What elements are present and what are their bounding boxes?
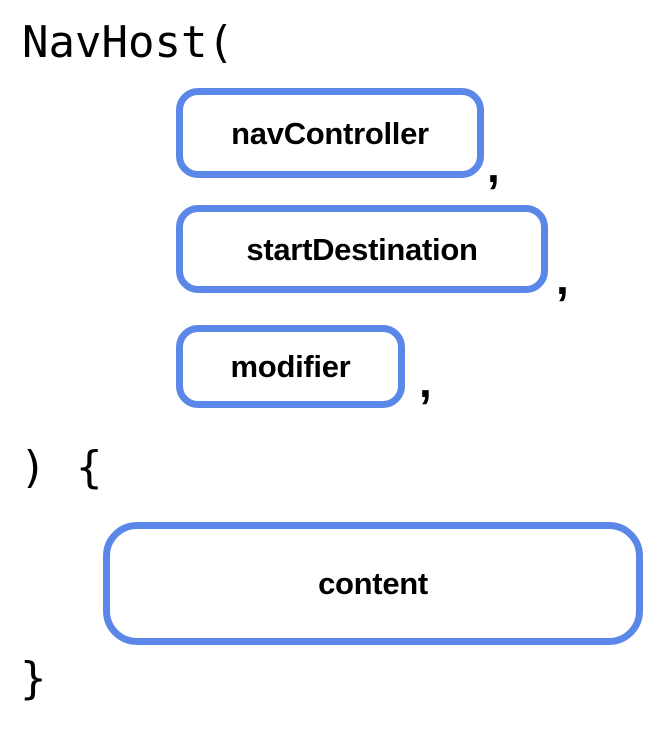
code-close-brace: } bbox=[20, 653, 47, 704]
param-pill-navcontroller[interactable]: navController bbox=[176, 88, 484, 178]
param-pill-modifier[interactable]: modifier bbox=[176, 325, 405, 408]
content-pill[interactable]: content bbox=[103, 522, 643, 645]
code-open-brace: { bbox=[76, 442, 103, 493]
code-close-paren: ) bbox=[20, 442, 47, 493]
param-comma-modifier: , bbox=[419, 355, 432, 407]
param-label-modifier: modifier bbox=[230, 349, 351, 384]
content-label: content bbox=[318, 566, 428, 601]
param-label-startdestination: startDestination bbox=[246, 231, 478, 267]
param-comma-navcontroller: , bbox=[487, 140, 500, 192]
param-comma-startdestination: , bbox=[556, 252, 569, 304]
param-label-navcontroller: navController bbox=[231, 115, 429, 151]
param-pill-startdestination[interactable]: startDestination bbox=[176, 205, 548, 293]
code-navhost-open: NavHost( bbox=[22, 17, 234, 68]
